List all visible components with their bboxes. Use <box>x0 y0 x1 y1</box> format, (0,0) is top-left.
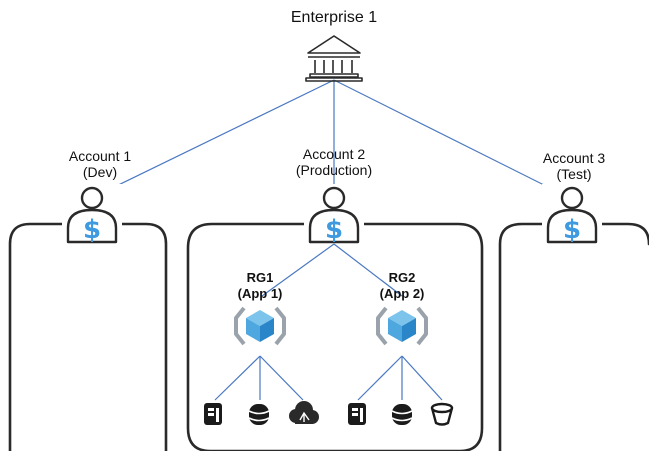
dollar-icon: $ <box>563 215 581 245</box>
link-enterprise-account3 <box>333 79 559 193</box>
link-rg2-res3 <box>401 355 443 401</box>
link-rg2-res1 <box>357 355 403 401</box>
connector-lines <box>103 79 559 401</box>
resource-group-cube-icon <box>232 304 288 348</box>
dollar-icon: $ <box>325 215 343 245</box>
link-rg1-res3 <box>259 355 304 401</box>
account-billing-icon: $ <box>304 184 364 245</box>
server-icon <box>348 403 366 425</box>
link-account2-rg2 <box>333 243 403 297</box>
account-billing-icon: $ <box>62 184 122 245</box>
resource-group-cube-icon <box>374 304 430 348</box>
link-enterprise-account1 <box>103 79 335 193</box>
database-icon <box>248 404 270 425</box>
bank-icon <box>305 35 363 82</box>
enterprise-label: Enterprise 1 <box>290 9 378 26</box>
storage-bucket-icon <box>430 402 454 426</box>
account2-title: Account 2 <box>302 146 366 162</box>
rg2-subtitle: (App 2) <box>379 286 425 301</box>
account3-title: Account 3 <box>542 150 606 166</box>
link-rg1-res1 <box>214 355 261 401</box>
account1-subtitle: (Dev) <box>82 164 118 180</box>
account2-container <box>186 222 484 451</box>
account2-subtitle: (Production) <box>295 162 373 178</box>
account1-title: Account 1 <box>68 148 132 164</box>
dollar-icon: $ <box>83 215 101 245</box>
account1-container <box>8 222 168 451</box>
account3-subtitle: (Test) <box>556 166 592 182</box>
rg1-title: RG1 <box>246 270 274 285</box>
account-billing-icon: $ <box>542 184 602 245</box>
cloud-network-icon <box>289 401 319 424</box>
link-account2-rg1 <box>261 243 335 297</box>
server-icon <box>204 403 222 425</box>
rg2-title: RG2 <box>388 270 416 285</box>
rg1-subtitle: (App 1) <box>237 286 283 301</box>
account3-container <box>498 222 649 451</box>
database-icon <box>391 404 413 425</box>
